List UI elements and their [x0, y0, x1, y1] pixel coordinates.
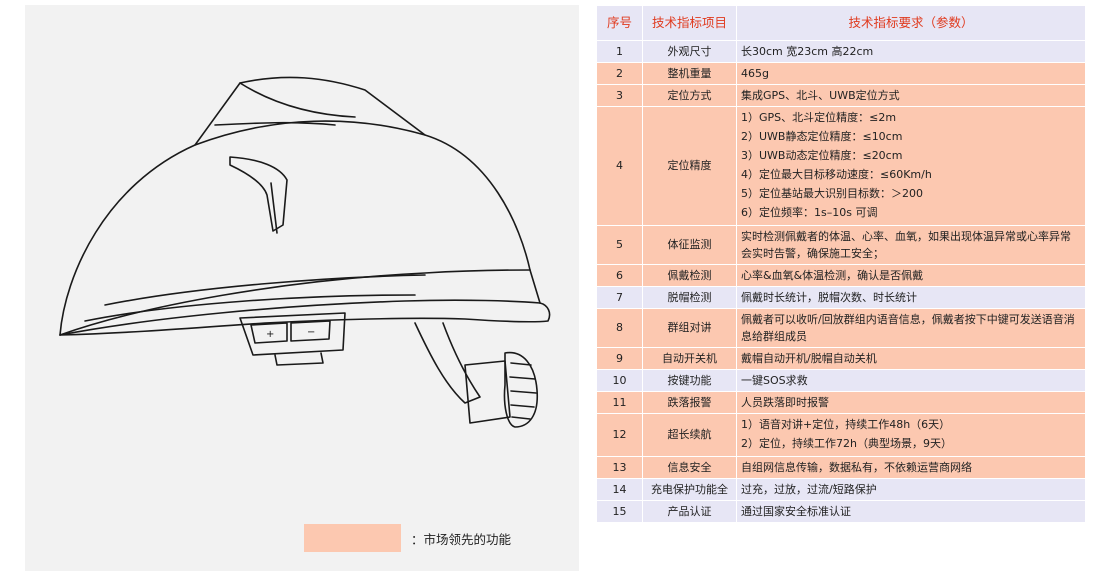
helmet-illustration: + − — [59, 76, 551, 428]
requirement-line: 佩戴时长统计，脱帽次数、时长统计 — [741, 290, 917, 304]
legend: ：市场领先的功能 — [304, 524, 511, 552]
spec-item: 脱帽检测 — [642, 285, 737, 309]
requirement-line: 长30cm 宽23cm 高22cm — [741, 45, 874, 58]
requirement-line: 集成GPS、北斗、UWB定位方式 — [741, 89, 900, 103]
spec-item: 信息安全 — [642, 455, 737, 479]
spec-item: 按键功能 — [642, 368, 737, 392]
spec-requirement: 465g — [736, 62, 1086, 86]
spec-requirement: 通过国家安全标准认证 — [736, 499, 1086, 523]
product-illustration-panel: + − ：市场领先的功能 — [25, 5, 579, 571]
requirement-line: 6）定位频率：1s–10s 可调 — [741, 205, 878, 219]
row-number: 2 — [596, 62, 643, 86]
spec-requirement: 过充，过放，过流/短路保护 — [736, 477, 1086, 501]
spec-item: 佩戴检测 — [642, 263, 737, 287]
row-number: 1 — [596, 39, 643, 64]
requirement-line: 一键SOS求救 — [741, 373, 808, 387]
spec-requirement: 1）语音对讲+定位，持续工作48h（6天） 2）定位，持续工作72h（典型场景，9… — [736, 413, 1086, 457]
requirement-line: 人员跌落即时报警 — [741, 395, 829, 409]
spec-item: 充电保护功能全 — [642, 477, 737, 501]
row-number: 4 — [596, 106, 643, 226]
spec-requirement: 长30cm 宽23cm 高22cm — [736, 39, 1086, 64]
requirement-line: 通过国家安全标准认证 — [741, 504, 851, 518]
requirement-line: 过充，过放，过流/短路保护 — [741, 482, 877, 496]
spec-requirement: 集成GPS、北斗、UWB定位方式 — [736, 84, 1086, 108]
requirement-line: 4）定位最大目标移动速度：≤60Km/h — [741, 167, 932, 181]
requirement-line: 5）定位基站最大识别目标数：＞200 — [741, 186, 923, 200]
spec-requirement: 人员跌落即时报警 — [736, 390, 1086, 415]
spec-item: 定位方式 — [642, 84, 737, 108]
row-number: 13 — [596, 455, 643, 479]
row-number: 9 — [596, 346, 643, 370]
requirement-line: 佩戴者可以收听/回放群组内语音信息，佩戴者按下中键可发送语音消息给群组成员 — [741, 312, 1075, 343]
spec-item: 产品认证 — [642, 499, 737, 523]
requirement-line: 1）GPS、北斗定位精度：≤2m — [741, 111, 897, 125]
spec-item: 外观尺寸 — [642, 39, 737, 64]
svg-text:−: − — [307, 327, 315, 338]
spec-requirement: 自组网信息传输，数据私有，不依赖运营商网络 — [736, 455, 1086, 479]
spec-requirement: 实时检测佩戴者的体温、心率、血氧，如果出现体温异常或心率异常会实时告警，确保施工… — [736, 224, 1086, 265]
row-number: 7 — [596, 285, 643, 309]
row-number: 8 — [596, 307, 643, 348]
row-number: 14 — [596, 477, 643, 501]
spec-item: 自动开关机 — [642, 346, 737, 370]
spec-requirement: 心率&血氧&体温检测，确认是否佩戴 — [736, 263, 1086, 287]
row-number: 6 — [596, 263, 643, 287]
legend-label: ：市场领先的功能 — [411, 531, 512, 547]
spec-requirement: 佩戴者可以收听/回放群组内语音信息，佩戴者按下中键可发送语音消息给群组成员 — [736, 307, 1086, 348]
spec-item: 体征监测 — [642, 224, 737, 265]
svg-text:+: + — [266, 329, 274, 340]
requirement-line: 2）UWB静态定位精度：≤10cm — [741, 130, 903, 144]
row-number: 11 — [596, 390, 643, 415]
requirement-line: 2）定位，持续工作72h（典型场景，9天） — [741, 436, 952, 450]
requirement-line: 戴帽自动开机/脱帽自动关机 — [741, 351, 877, 365]
spec-requirement: 一键SOS求救 — [736, 368, 1086, 392]
spec-item: 群组对讲 — [642, 307, 737, 348]
spec-item: 跌落报警 — [642, 390, 737, 415]
spec-item: 整机重量 — [642, 62, 737, 86]
requirement-line: 3）UWB动态定位精度：≤20cm — [741, 148, 903, 162]
requirement-line: 自组网信息传输，数据私有，不依赖运营商网络 — [741, 460, 972, 474]
spec-requirement: 1）GPS、北斗定位精度：≤2m 2）UWB静态定位精度：≤10cm 3）UWB动态… — [736, 106, 1086, 226]
row-number: 12 — [596, 413, 643, 457]
requirement-line: 实时检测佩戴者的体温、心率、血氧，如果出现体温异常或心率异常会实时告警，确保施工… — [741, 229, 1071, 260]
requirement-line: 465g — [741, 67, 769, 81]
header-item: 技术指标项目 — [642, 5, 737, 41]
requirement-line: 1）语音对讲+定位，持续工作48h（6天） — [741, 418, 951, 431]
header-no: 序号 — [596, 5, 643, 41]
spec-requirement: 佩戴时长统计，脱帽次数、时长统计 — [736, 285, 1086, 309]
legend-swatch-highlight — [304, 524, 401, 552]
requirement-line: 心率&血氧&体温检测，确认是否佩戴 — [741, 268, 924, 282]
row-number: 3 — [596, 84, 643, 108]
spec-item: 定位精度 — [642, 106, 737, 226]
row-number: 10 — [596, 368, 643, 392]
spec-requirement: 戴帽自动开机/脱帽自动关机 — [736, 346, 1086, 370]
spec-item: 超长续航 — [642, 413, 737, 457]
header-requirement: 技术指标要求（参数） — [736, 5, 1086, 41]
row-number: 5 — [596, 224, 643, 265]
row-number: 15 — [596, 499, 643, 523]
